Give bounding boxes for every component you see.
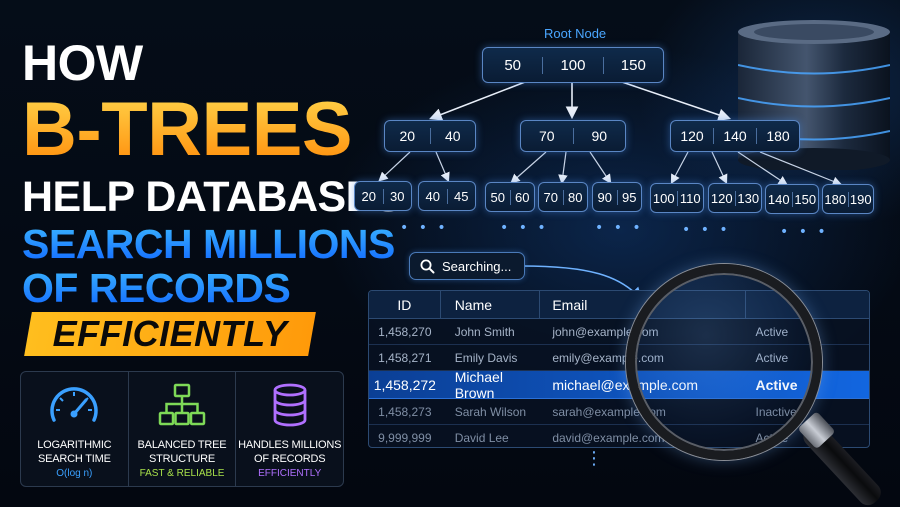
feature-logarithmic-line2: SEARCH TIME	[37, 453, 111, 465]
feature-millions-line2: OF RECORDS	[254, 453, 326, 465]
headline-btrees: B-TREES	[22, 87, 353, 172]
magnifying-glass-icon	[626, 264, 822, 460]
cell-name: Sarah Wilson	[454, 404, 527, 419]
node-key: 95	[616, 189, 642, 205]
cell-name: Michael Brown	[454, 368, 503, 401]
node-key: 100	[542, 56, 602, 74]
node-key: 130	[734, 190, 762, 206]
node-key: 190	[847, 191, 874, 207]
feature-handles-millions: HANDLES MILLIONS OF RECORDS EFFICIENTLY	[235, 372, 343, 486]
leaf-node[interactable]: 40 45	[418, 181, 476, 211]
node-key: 80	[562, 189, 588, 205]
feature-logarithmic-line1: LOGARITHMIC	[37, 439, 112, 451]
internal-node-3[interactable]: 120 140 180	[670, 120, 800, 152]
node-key: 90	[572, 128, 626, 144]
cell-name: David Lee	[454, 431, 509, 445]
feature-balanced-accent: FAST & RELIABLE	[139, 468, 225, 479]
cell-id: 1,458,273	[378, 404, 432, 419]
feature-balanced-tree: BALANCED TREE STRUCTURE FAST & RELIABLE	[127, 372, 236, 486]
tree-structure-icon	[158, 383, 206, 426]
node-key: 120	[710, 190, 733, 206]
node-key: 150	[791, 191, 819, 207]
node-key: 30	[382, 188, 412, 204]
ellipsis: • • •	[500, 220, 549, 236]
feature-logarithmic-accent: O(log n)	[56, 468, 93, 479]
internal-node-2[interactable]: 70 90	[520, 120, 626, 152]
search-status: Searching...	[442, 258, 512, 274]
node-key: 120	[680, 128, 704, 144]
ellipsis: • • •	[780, 224, 829, 240]
headline-help-databases: HELP DATABASES	[22, 173, 403, 221]
feature-balanced-line1: BALANCED TREE	[137, 439, 227, 451]
cell-id: 1,458,270	[378, 324, 432, 339]
feature-balanced-line2: STRUCTURE	[148, 453, 216, 465]
cell-id: 1,458,272	[373, 376, 436, 393]
ellipsis: • • •	[682, 222, 731, 238]
node-key: 40	[429, 128, 476, 144]
headline-search-millions: SEARCH MILLIONS	[22, 221, 395, 267]
more-rows-indicator: ⋮	[585, 448, 606, 469]
node-key: 180	[824, 191, 847, 207]
node-key: 180	[756, 128, 799, 144]
cell-id: 9,999,999	[378, 431, 432, 445]
features-panel: LOGARITHMIC SEARCH TIME O(log n) BALANCE…	[20, 371, 344, 487]
cell-id: 1,458,271	[378, 350, 432, 365]
node-key: 20	[361, 188, 376, 204]
headline-how: HOW	[22, 35, 143, 91]
node-key: 90	[597, 189, 612, 205]
node-key: 45	[446, 188, 476, 204]
root-node[interactable]: 50 100 150	[482, 47, 664, 83]
ellipsis: • • •	[595, 220, 644, 236]
search-input[interactable]: Searching...	[409, 252, 525, 280]
search-icon	[420, 259, 435, 273]
cell-name: John Smith	[454, 324, 515, 339]
database-cylinder-icon	[738, 20, 890, 170]
node-key: 70	[538, 128, 555, 144]
database-icon	[273, 383, 307, 427]
node-key: 20	[399, 128, 416, 144]
node-key: 150	[602, 56, 663, 74]
node-key: 110	[676, 190, 704, 206]
node-key: 50	[504, 56, 521, 74]
column-header-id[interactable]: ID	[369, 291, 441, 319]
speedometer-icon	[50, 387, 99, 422]
feature-millions-line1: HANDLES MILLIONS	[238, 439, 342, 451]
ellipsis: • • •	[400, 220, 449, 236]
column-header-name[interactable]: Name	[441, 291, 541, 319]
node-key: 140	[713, 128, 756, 144]
node-key: 50	[490, 189, 505, 205]
root-node-label: Root Node	[544, 26, 607, 41]
headline-of-records: OF RECORDS	[22, 265, 291, 311]
feature-millions-accent: EFFICIENTLY	[258, 468, 322, 479]
node-key: 70	[543, 189, 558, 205]
node-key: 100	[652, 190, 675, 206]
node-key: 140	[767, 191, 790, 207]
node-key: 60	[509, 189, 535, 205]
node-key: 40	[425, 188, 440, 204]
cell-name: Emily Davis	[454, 350, 518, 365]
internal-node-1[interactable]: 20 40	[384, 120, 476, 152]
cell-email: david@example.com	[552, 431, 665, 445]
feature-logarithmic: LOGARITHMIC SEARCH TIME O(log n)	[21, 372, 128, 486]
